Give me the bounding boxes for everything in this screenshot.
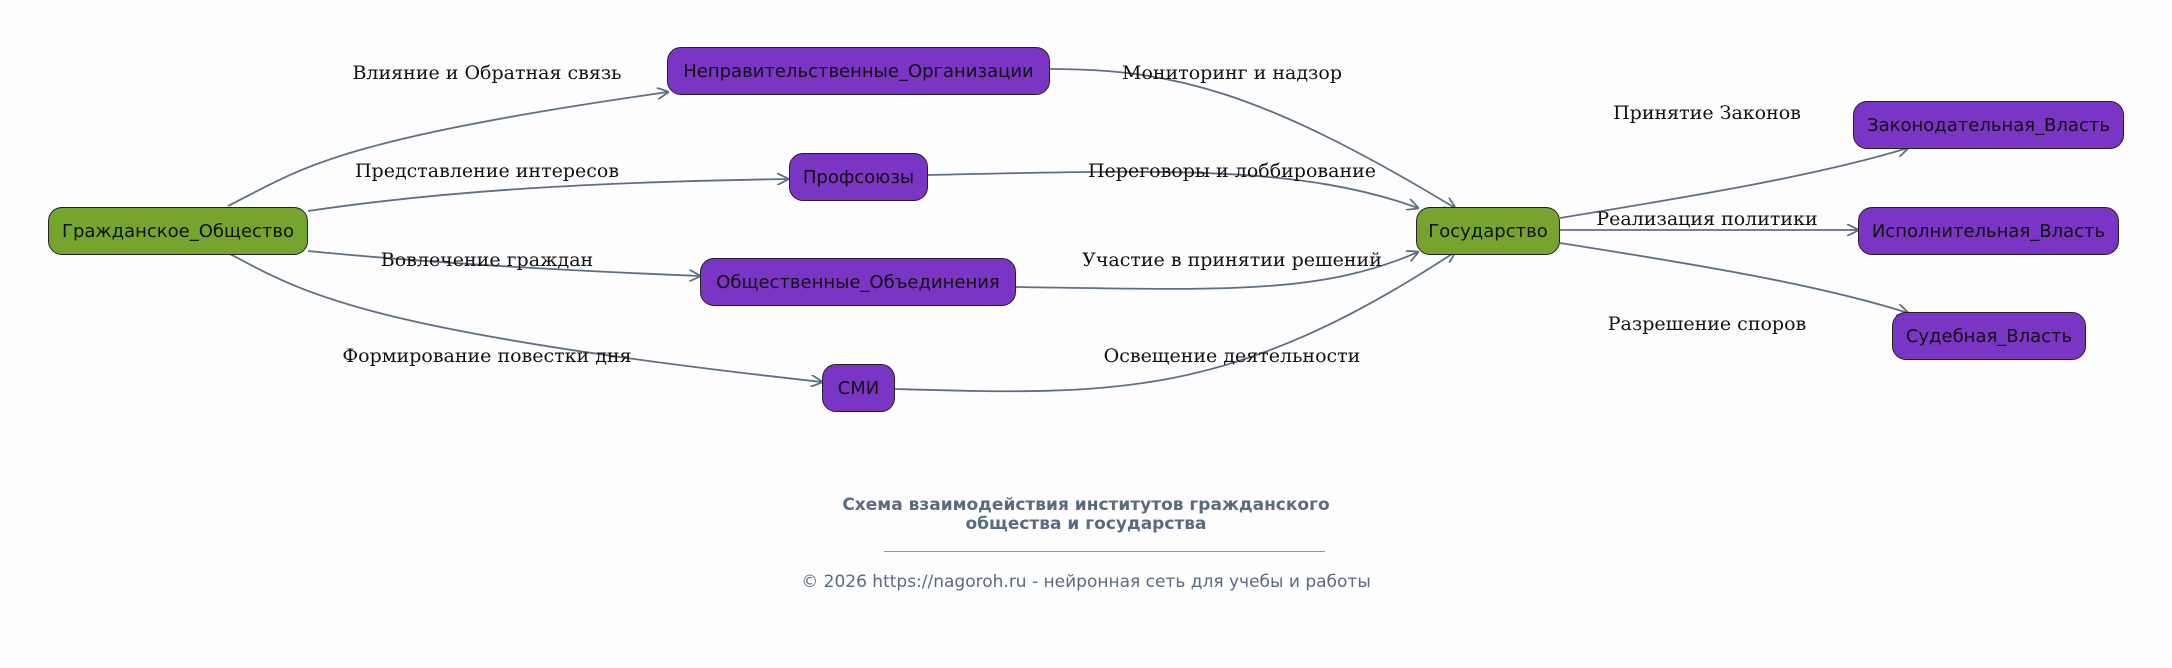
footer-copyright: © 2026 https://nagoroh.ru - нейронная се… bbox=[801, 572, 1371, 592]
edge-state-to-judicial bbox=[1559, 242, 1908, 313]
diagram-title-line2: общества и государства bbox=[965, 514, 1207, 534]
node-public-associations: Общественные_Объединения bbox=[700, 258, 1016, 306]
label-monitoring: Мониторинг и надзор bbox=[1121, 62, 1343, 84]
edge-civil-to-media bbox=[227, 252, 822, 382]
label-involvement: Вовлечение граждан bbox=[380, 249, 594, 271]
label-disputes: Разрешение споров bbox=[1607, 313, 1807, 335]
edge-unions-to-state bbox=[927, 170, 1418, 208]
label-participation: Участие в принятии решений bbox=[1082, 249, 1382, 271]
edge-civil-to-unions bbox=[307, 179, 788, 212]
edge-media-to-state bbox=[894, 252, 1455, 393]
node-legislative: Законодательная_Власть bbox=[1853, 101, 2124, 149]
edge-civil-to-ngo bbox=[227, 92, 668, 207]
node-judicial: Судебная_Власть bbox=[1892, 312, 2086, 360]
label-agenda: Формирование повестки дня bbox=[342, 345, 632, 367]
node-civil-society: Гражданское_Общество bbox=[48, 207, 308, 255]
label-representation: Представление интересов bbox=[354, 160, 620, 182]
edge-civil-to-public bbox=[307, 250, 700, 276]
edge-state-to-legislative bbox=[1559, 148, 1908, 219]
node-executive: Исполнительная_Власть bbox=[1858, 207, 2119, 255]
label-coverage: Освещение деятельности bbox=[1103, 345, 1361, 367]
diagram-title: Схема взаимодействия институтов гражданс… bbox=[0, 496, 2172, 534]
label-lawmaking: Принятие Законов bbox=[1613, 102, 1801, 124]
diagram-title-line1: Схема взаимодействия институтов гражданс… bbox=[842, 495, 1330, 515]
node-unions: Профсоюзы bbox=[789, 153, 928, 201]
label-influence-feedback: Влияние и Обратная связь bbox=[352, 62, 622, 84]
node-state: Государство bbox=[1416, 207, 1560, 255]
label-negotiation: Переговоры и лоббирование bbox=[1087, 160, 1377, 182]
title-divider bbox=[884, 551, 1325, 552]
label-policy: Реализация политики bbox=[1596, 208, 1818, 230]
edge-public-to-state bbox=[1015, 252, 1418, 290]
node-ngo: Неправительственные_Организации bbox=[667, 47, 1050, 95]
node-media: СМИ bbox=[822, 364, 895, 412]
edge-ngo-to-state bbox=[1049, 68, 1455, 208]
